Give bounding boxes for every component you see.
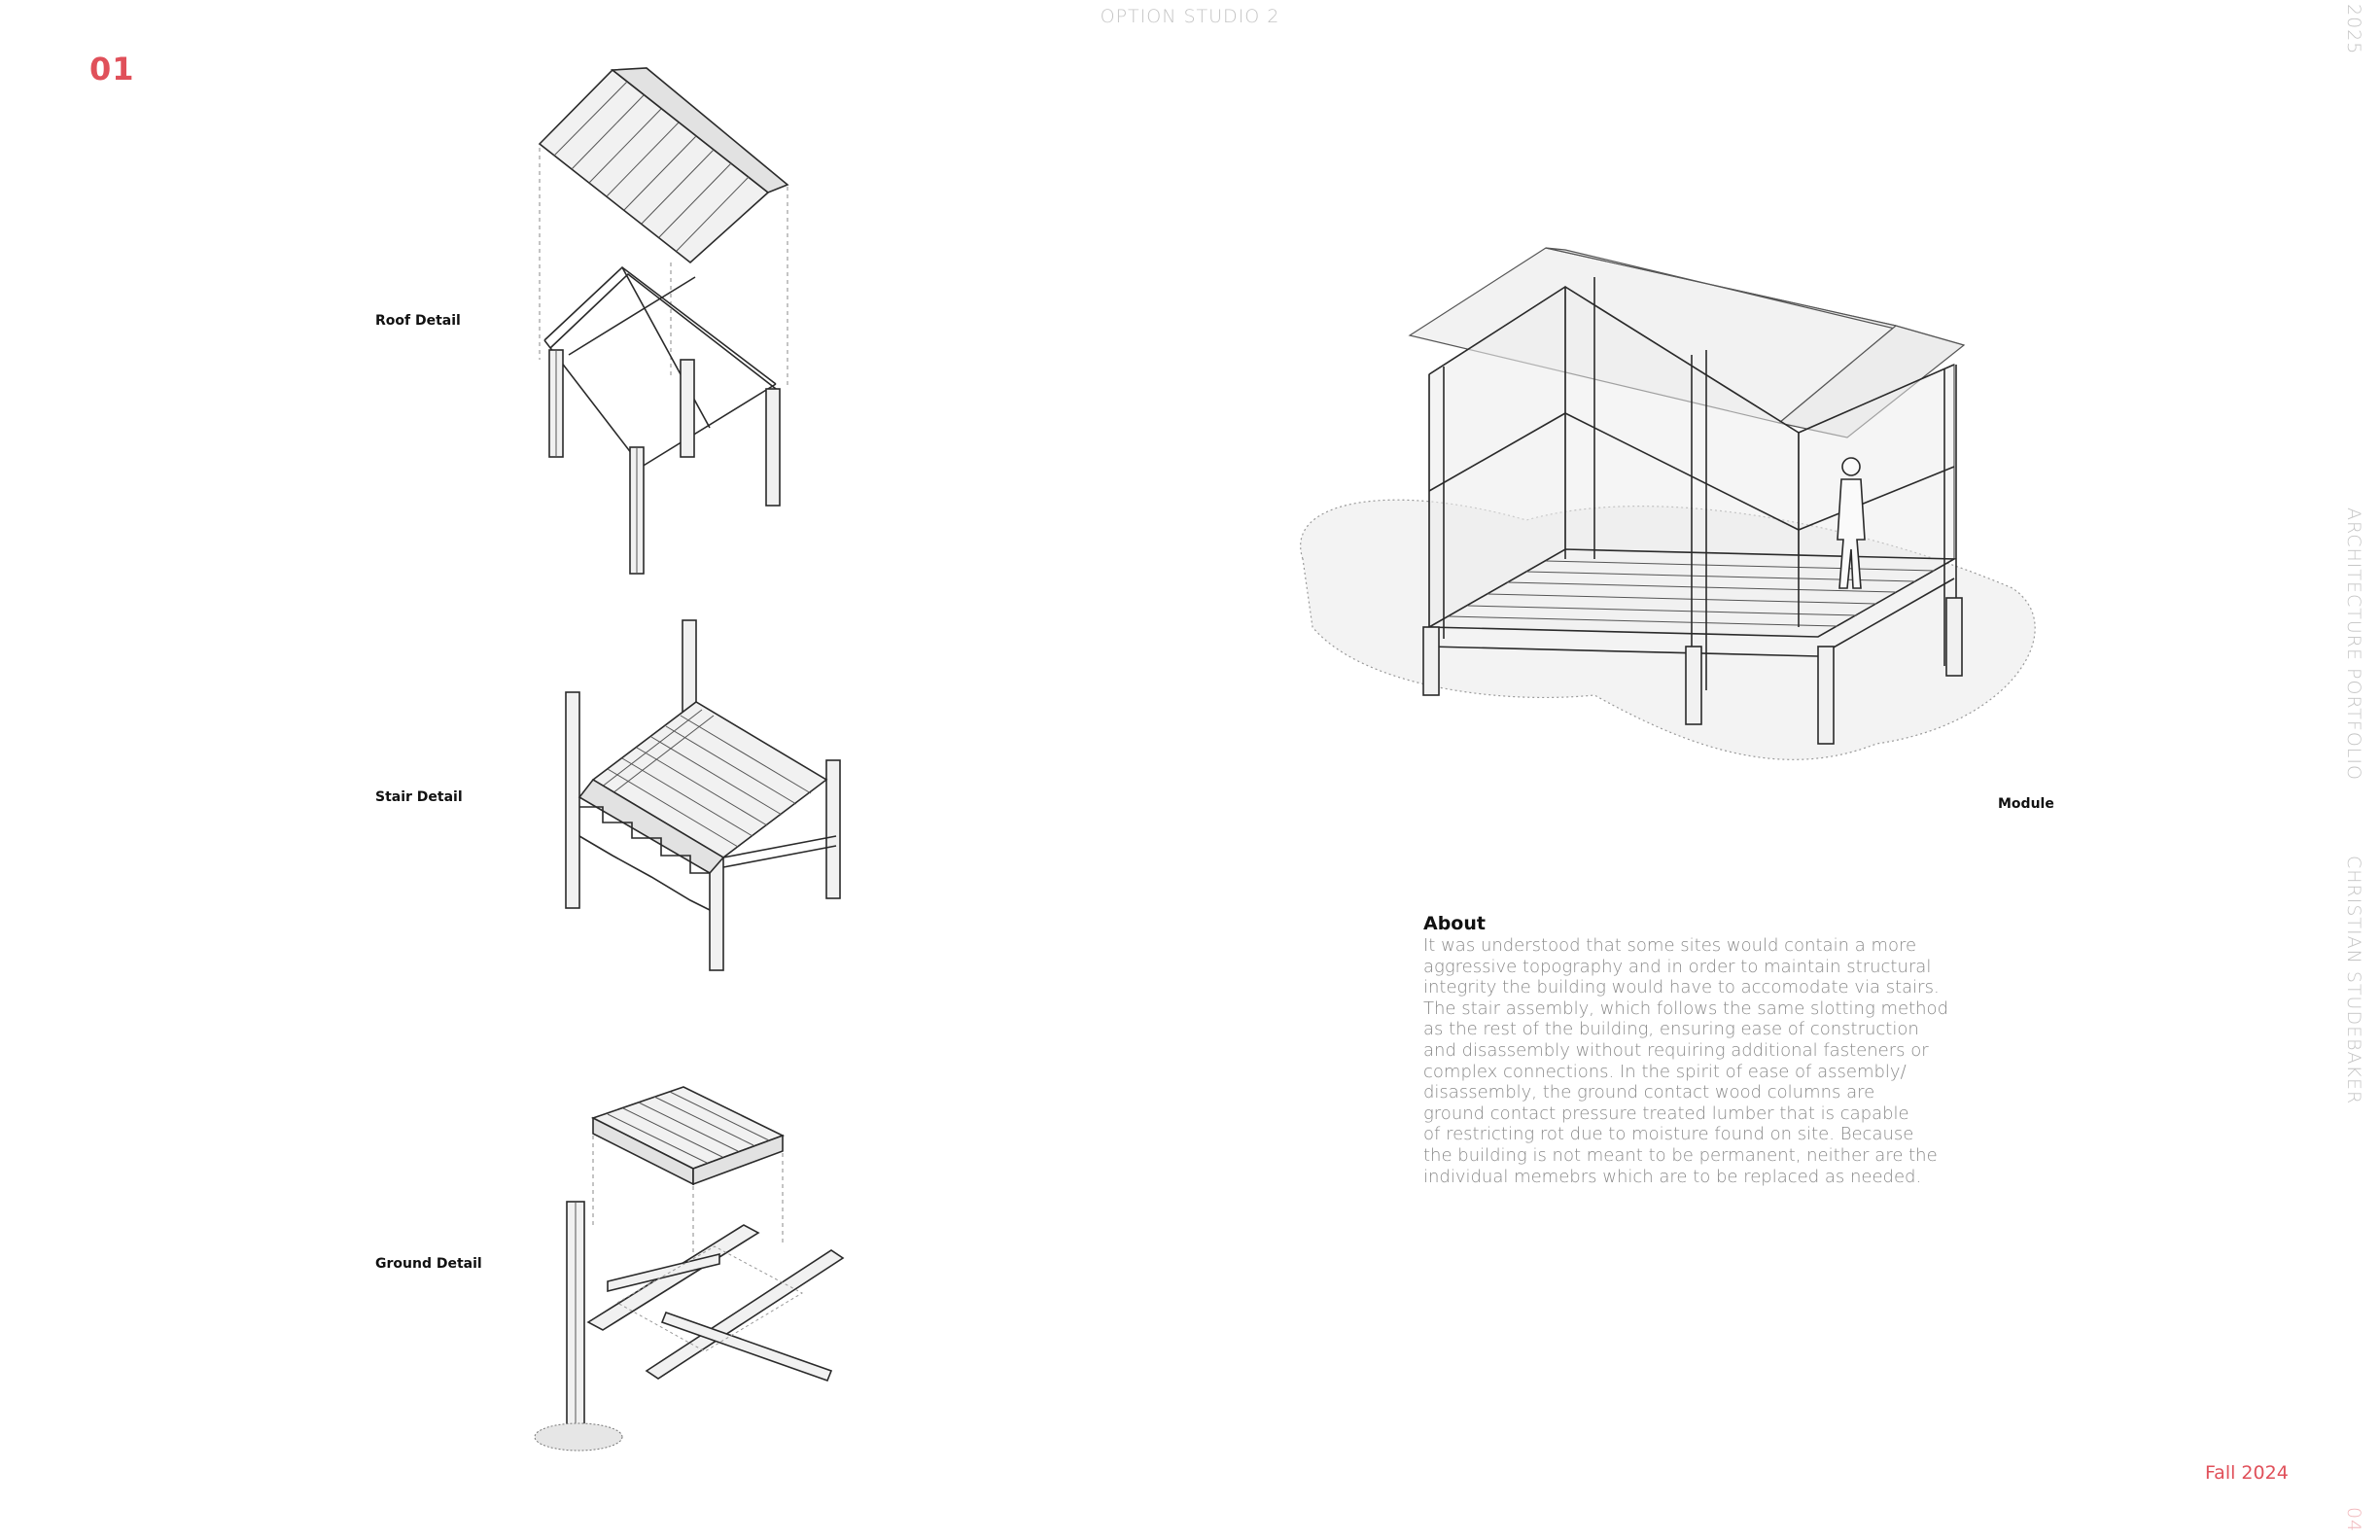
stair-detail-drawing-icon: [565, 619, 841, 971]
roof-detail-drawing-icon: [538, 67, 789, 575]
sidebar-year: 2025: [2343, 4, 2364, 55]
ground-detail-label: Ground Detail: [375, 1256, 482, 1272]
stair-detail-label: Stair Detail: [375, 789, 463, 805]
project-number: 01: [89, 51, 135, 88]
sidebar-author: CHRISTIAN STUDEBAKER: [2343, 856, 2364, 1105]
module-label: Module: [1998, 796, 2054, 812]
sidebar-section: ARCHITECTURE PORTFOLIO: [2343, 508, 2364, 781]
studio-title: OPTION STUDIO 2: [1100, 6, 1280, 27]
about-body: It was understood that some sites would …: [1423, 935, 1948, 1187]
about-section: About It was understood that some sites …: [1423, 913, 2007, 1187]
about-title: About: [1423, 913, 1486, 934]
term-label: Fall 2024: [2205, 1462, 2289, 1484]
ground-detail-drawing-icon: [534, 1086, 845, 1452]
sidebar-page-number: 04: [2343, 1507, 2364, 1533]
roof-detail-label: Roof Detail: [375, 313, 461, 329]
module-axonometric-drawing-icon: [1300, 247, 2036, 760]
